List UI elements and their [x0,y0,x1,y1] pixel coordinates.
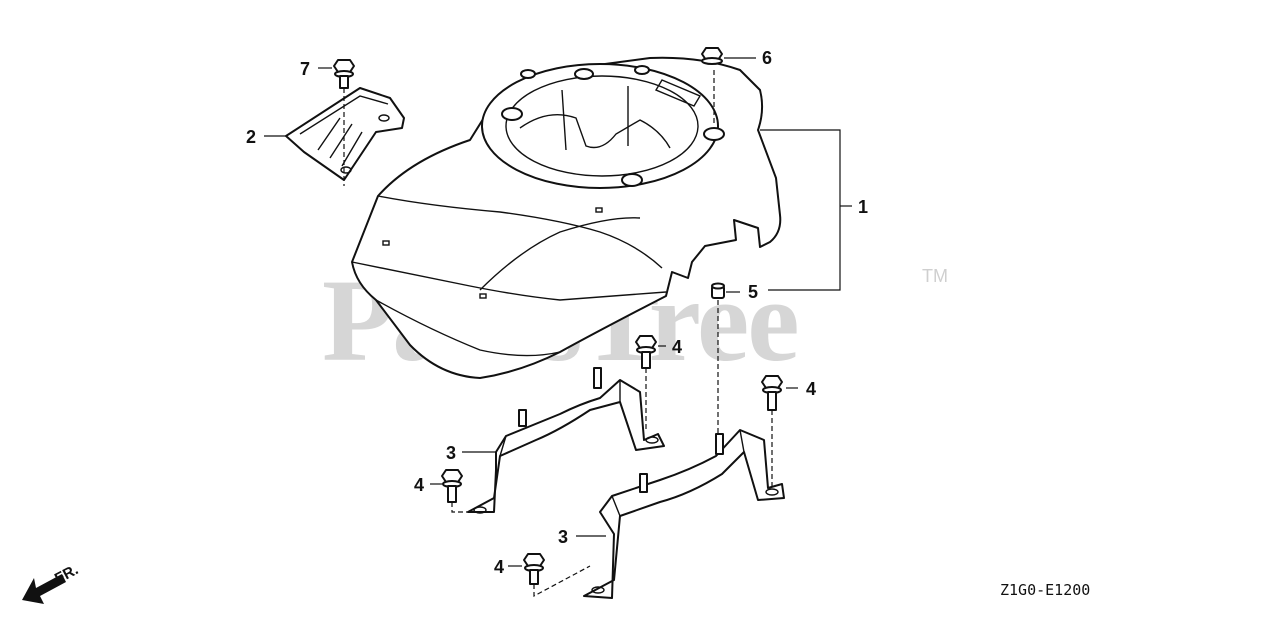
callout-3-upper[interactable]: 3 [446,443,456,463]
bolt-7-icon[interactable] [333,59,355,89]
callout-4-bottom[interactable]: 4 [494,557,504,577]
nut-6-icon[interactable] [701,47,723,65]
lower-bracket-part[interactable] [583,429,785,599]
fan-shroud-part[interactable] [351,56,782,379]
bolt-4-bottom-icon[interactable] [523,553,545,585]
diagram-code: Z1G0-E1200 [1000,581,1090,599]
leader-lines [264,57,852,598]
callout-4-right[interactable]: 4 [806,379,816,399]
bolt-4-center-icon[interactable] [635,335,657,369]
bolt-4-right-icon[interactable] [761,375,783,411]
baffle-plate-part[interactable] [285,87,405,181]
callout-7[interactable]: 7 [300,59,310,79]
callout-4-left[interactable]: 4 [414,475,424,495]
bolt-4-left-icon[interactable] [441,469,463,503]
callout-1[interactable]: 1 [858,197,868,217]
callout-3-lower[interactable]: 3 [558,527,568,547]
callout-5[interactable]: 5 [748,282,758,302]
callout-2[interactable]: 2 [246,127,256,147]
collar-5-icon[interactable] [711,282,725,299]
watermark-trademark: TM [922,266,948,286]
upper-bracket-part[interactable] [467,367,665,514]
callout-4-center[interactable]: 4 [672,337,682,357]
front-arrow-icon [22,574,66,604]
callout-6[interactable]: 6 [762,48,772,68]
